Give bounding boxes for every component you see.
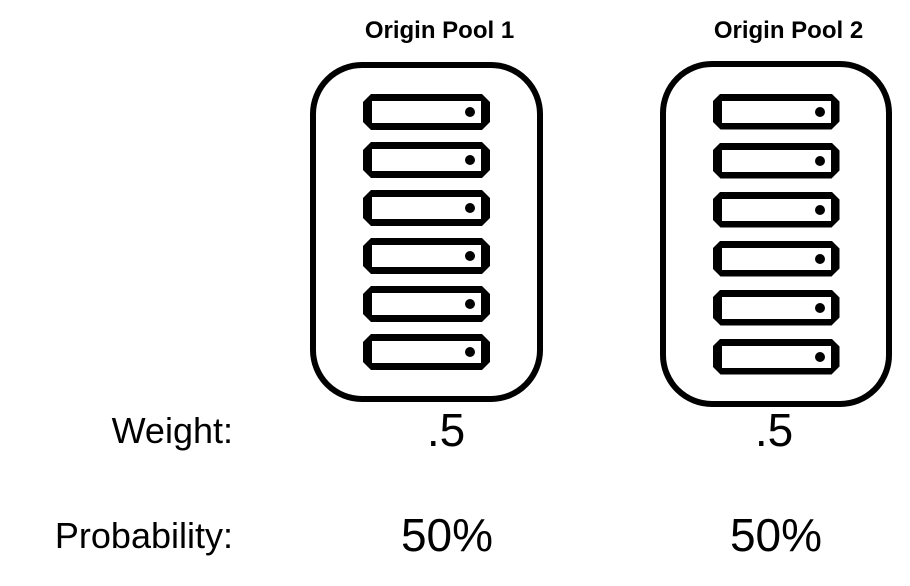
pool-2-probability-value: 50%	[729, 509, 823, 561]
pool-2-title: Origin Pool 2	[713, 17, 864, 44]
server-icon	[712, 191, 840, 228]
server-icon	[363, 334, 490, 370]
server-icon	[363, 286, 490, 322]
server-icon	[363, 142, 490, 178]
pool-1-probability-value: 50%	[400, 509, 494, 561]
server-icon	[363, 190, 490, 226]
server-icon	[363, 238, 490, 274]
pool-2-box	[660, 61, 892, 407]
server-icon	[712, 93, 840, 130]
server-icon	[712, 240, 840, 277]
server-icon	[712, 338, 840, 375]
probability-row-label: Probability:	[54, 515, 233, 556]
server-icon	[712, 289, 840, 326]
pool-1-box	[310, 62, 543, 402]
server-icon	[712, 142, 840, 179]
pool-1-title: Origin Pool 1	[364, 17, 515, 44]
weight-row-label: Weight:	[111, 410, 233, 451]
pool-2-weight-value: .5	[754, 404, 794, 456]
server-icon	[363, 94, 490, 130]
pool-1-weight-value: .5	[426, 404, 466, 456]
